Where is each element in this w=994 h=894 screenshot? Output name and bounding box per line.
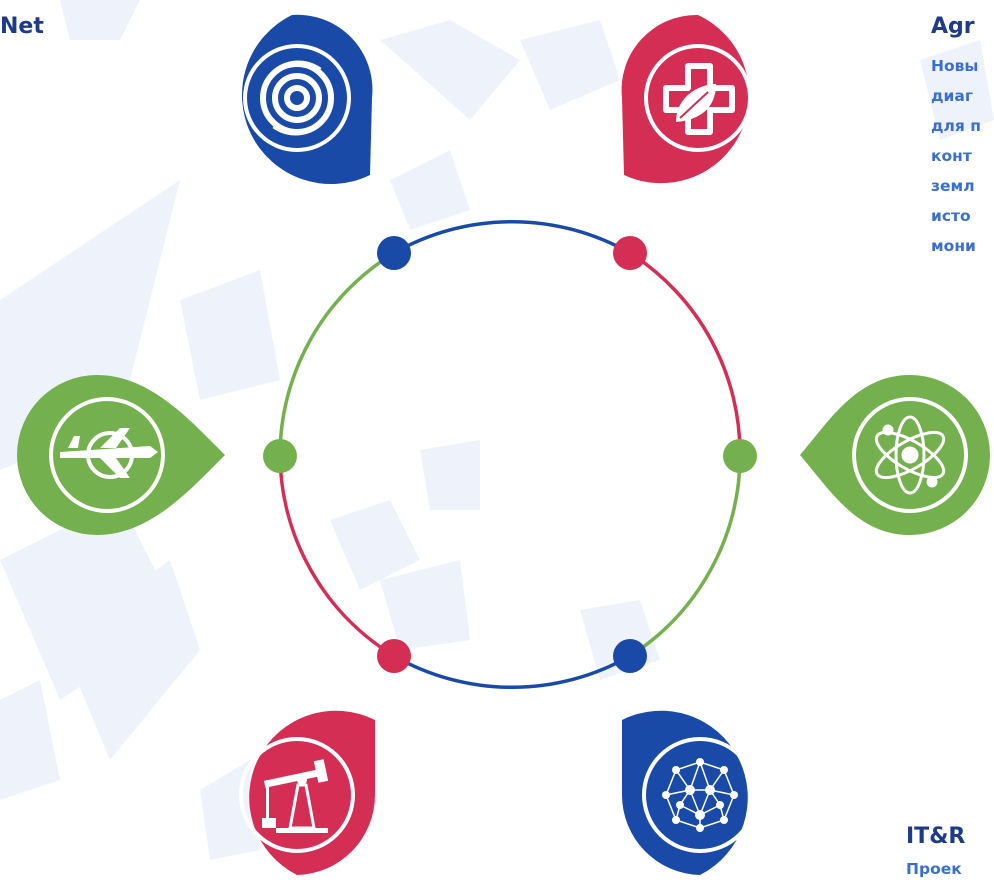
top-right-desc-line: диаг xyxy=(931,87,973,105)
node-bottom-right[interactable] xyxy=(622,710,758,875)
ring-arc-bottom-left xyxy=(278,455,395,658)
network-sphere-icon xyxy=(662,758,738,832)
ring-dot-top-left xyxy=(377,236,411,270)
ring-arc-top-left xyxy=(278,251,395,457)
top-right-desc-line: для п xyxy=(931,117,981,135)
bottom-right-title: IT&R xyxy=(906,824,966,849)
node-left[interactable] xyxy=(17,375,225,535)
atom-icon xyxy=(874,415,946,495)
top-right-title: Agr xyxy=(931,14,975,39)
top-right-desc-line: конт xyxy=(931,147,972,165)
top-left-title: Net xyxy=(0,14,44,39)
node-top-left[interactable] xyxy=(241,14,373,185)
top-right-desc-line: Новы xyxy=(931,57,979,75)
ring-dot-left xyxy=(263,439,297,473)
ring-arc-bottom xyxy=(393,654,631,690)
oil-pump-icon xyxy=(262,759,329,833)
ring-dot-top-right xyxy=(613,236,647,270)
ring-dot-bottom-right xyxy=(613,639,647,673)
node-top-right[interactable] xyxy=(621,14,752,184)
ring xyxy=(278,219,742,690)
bottom-right-desc: Проек xyxy=(906,860,962,878)
ring-arc-top xyxy=(393,219,631,255)
top-right-desc-line: мони xyxy=(931,237,976,255)
top-right-desc-line: земл xyxy=(931,177,975,195)
vortex-icon xyxy=(260,60,334,136)
ring-dot-bottom-left xyxy=(377,639,411,673)
ring-arc-bottom-right xyxy=(629,455,742,658)
ring-dot-right xyxy=(723,439,757,473)
medical-cross-leaf-icon xyxy=(663,63,735,135)
node-right[interactable] xyxy=(800,375,990,535)
airplane-globe-icon xyxy=(60,428,158,479)
top-right-desc-line: исто xyxy=(931,207,971,225)
node-bottom-left[interactable] xyxy=(239,710,375,875)
ring-arc-top-right xyxy=(629,251,742,457)
